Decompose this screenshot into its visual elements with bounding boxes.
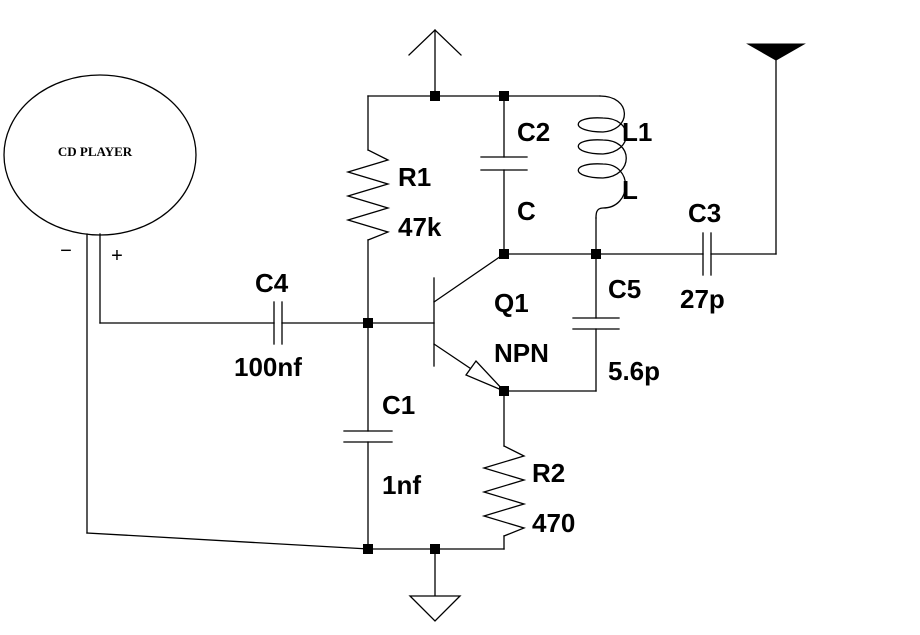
cd-minus-sign: − — [60, 240, 72, 262]
r1-value-label: 47k — [398, 212, 442, 242]
cd-plus-sign: + — [111, 245, 123, 267]
junction-dot — [499, 386, 509, 396]
junction-dot — [499, 91, 509, 101]
cd-player-label: CD PLAYER — [58, 144, 133, 159]
c3-ref-label: C3 — [688, 198, 721, 228]
capacitor-c1 — [343, 322, 393, 550]
c2-value-label: C — [517, 196, 536, 226]
junction-dot — [430, 91, 440, 101]
junction-dot — [430, 544, 440, 554]
c1-ref-label: C1 — [382, 390, 415, 420]
r1-ref-label: R1 — [398, 162, 431, 192]
junction-dot — [499, 249, 509, 259]
ground-return-wire — [86, 532, 369, 550]
l1-ref-label: L1 — [622, 117, 652, 147]
junction-dot — [591, 249, 601, 259]
transistor-q1 — [367, 253, 505, 392]
c1-value-label: 1nf — [382, 470, 421, 500]
ground-symbol — [408, 548, 462, 622]
junction-dot — [363, 544, 373, 554]
c4-value-label: 100nf — [234, 352, 302, 382]
c3-value-label: 27p — [680, 284, 725, 314]
c2-ref-label: C2 — [517, 117, 550, 147]
c5-ref-label: C5 — [608, 274, 641, 304]
capacitor-c2 — [480, 95, 528, 255]
r2-value-label: 470 — [532, 508, 575, 538]
supply-arrow-symbol — [408, 29, 462, 97]
capacitor-c5 — [503, 253, 620, 392]
resistor-r1 — [345, 95, 391, 324]
resistor-r2 — [481, 390, 527, 550]
junction-dot — [363, 318, 373, 328]
c4-ref-label: C4 — [255, 268, 289, 298]
q1-value-label: NPN — [494, 338, 549, 368]
q1-ref-label: Q1 — [494, 288, 529, 318]
capacitor-c4 — [273, 301, 283, 345]
capacitor-c3 — [702, 232, 712, 276]
r2-ref-label: R2 — [532, 458, 565, 488]
antenna-symbol — [746, 43, 806, 61]
inductor-l1 — [577, 95, 627, 255]
l1-value-label: L — [622, 175, 638, 205]
c5-value-label: 5.6p — [608, 356, 660, 386]
